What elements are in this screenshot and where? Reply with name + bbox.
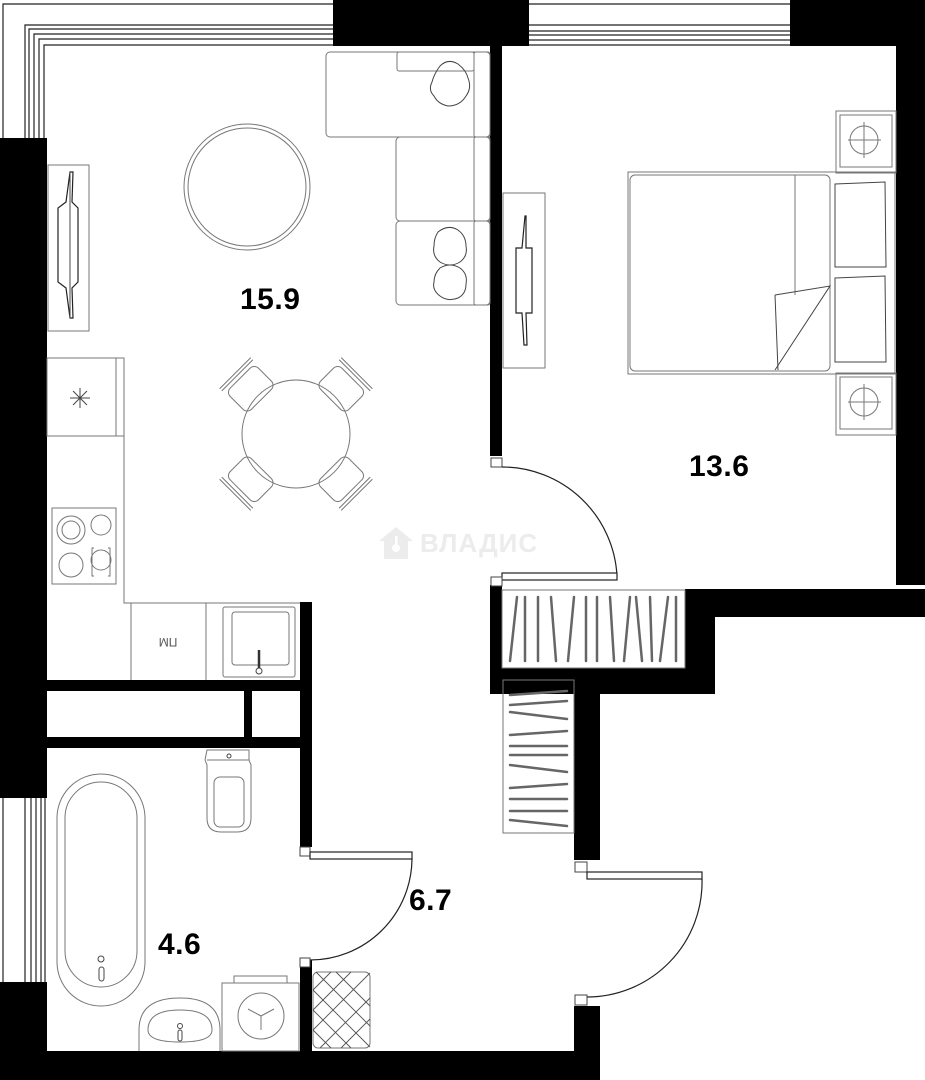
nightstand-bottom (835, 372, 897, 436)
fridge-snowflake-icon (70, 388, 90, 408)
wardrobe-vertical (502, 679, 575, 834)
washing-machine (221, 975, 300, 1052)
washbasin (138, 997, 221, 1051)
kitchen-sink (222, 606, 296, 678)
toilet (204, 749, 252, 833)
house-key-icon (379, 527, 413, 559)
cooktop (51, 507, 117, 585)
area-label-bedroom: 13.6 (689, 450, 750, 483)
tv-unit-bedroom (502, 192, 546, 369)
window-top-left (2, 3, 333, 138)
area-label-bathroom: 4.6 (158, 928, 202, 961)
window-bathroom (2, 798, 46, 982)
watermark: ВЛАДИС (378, 526, 538, 560)
doormat (312, 971, 371, 1049)
wardrobe-horizontal (501, 589, 686, 669)
door-bathroom[interactable] (299, 846, 413, 968)
watermark-text: ВЛАДИС (420, 527, 539, 558)
area-label-living-kitchen: 15.9 (240, 283, 301, 316)
dining-table (219, 357, 373, 511)
nightstand-top (835, 110, 897, 174)
kitchen-counter (46, 357, 300, 680)
area-label-hallway: 6.7 (409, 884, 453, 917)
window-bedroom (529, 3, 790, 46)
dishwasher-label: ПМ (159, 635, 178, 649)
bathtub (56, 773, 146, 1007)
door-bedroom[interactable] (490, 457, 618, 587)
bed (627, 171, 896, 375)
door-entrance[interactable] (574, 861, 703, 1006)
coffee-table (183, 123, 311, 251)
sofa (325, 51, 491, 306)
tv-unit-living (47, 164, 90, 332)
